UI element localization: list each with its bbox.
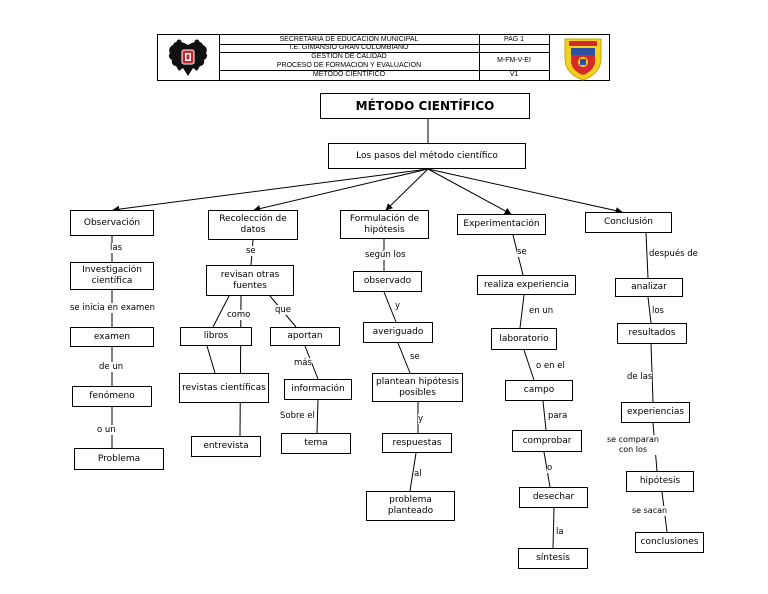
label-de-un: de un xyxy=(99,362,124,372)
format-code: M-FM-V-EI xyxy=(497,57,531,64)
label-la: la xyxy=(556,527,564,537)
node-campo: campo xyxy=(505,380,573,401)
label-como: como xyxy=(227,310,251,320)
node-conclusion: Conclusión xyxy=(585,212,672,233)
double-headed-eagle-crest-icon xyxy=(168,39,208,76)
document-header: SECRETARIA DE EDUCACION MUNICIPAL I.E. G… xyxy=(157,34,610,81)
school-shield-crest-icon xyxy=(564,38,602,81)
label-las: las xyxy=(110,243,122,253)
label-para: para xyxy=(548,411,568,421)
label-y-1: y xyxy=(395,301,401,311)
node-informacion: información xyxy=(284,379,352,400)
label-al: al xyxy=(414,469,422,479)
label-se-formulacion: se xyxy=(410,352,420,362)
node-tema: tema xyxy=(281,433,351,454)
label-mas: más xyxy=(294,358,312,368)
node-conclusiones: conclusiones xyxy=(635,532,704,553)
node-hipotesis: hipótesis xyxy=(626,471,694,492)
page-code: PAG 1 xyxy=(503,36,525,43)
label-sobre-el: Sobre el xyxy=(280,411,315,421)
node-entrevista: entrevista xyxy=(191,436,261,457)
header-line-3: GESTION DE CALIDAD xyxy=(311,53,387,60)
node-laboratorio: laboratorio xyxy=(491,328,557,350)
node-experimentacion: Experimentación xyxy=(457,214,546,235)
label-despues-de: después de xyxy=(649,249,698,259)
label-en-un: en un xyxy=(529,306,554,316)
node-revisan-otras-fuentes: revisan otras fuentes xyxy=(206,265,294,296)
node-fenomeno: fenómeno xyxy=(72,386,152,407)
label-o-un: o un xyxy=(97,425,116,435)
node-plantean-hipotesis-posibles: plantean hipótesis posibles xyxy=(372,373,463,402)
node-comprobar: comprobar xyxy=(512,430,582,452)
node-respuestas: respuestas xyxy=(382,433,452,453)
version-code: V1 xyxy=(509,71,519,78)
label-los: los xyxy=(652,306,664,316)
node-recoleccion-de-datos: Recolección de datos xyxy=(208,210,298,240)
label-se-inicia-en-examen: se inicia en examen xyxy=(70,303,155,313)
label-se-comparan-con-los: se comparan con los xyxy=(604,435,662,455)
label-o-en-el: o en el xyxy=(536,361,565,371)
node-experiencias: experiencias xyxy=(621,402,690,423)
node-problema-planteado: problema planteado xyxy=(366,491,455,521)
node-realiza-experiencia: realiza experiencia xyxy=(477,275,576,295)
label-de-las: de las xyxy=(627,372,653,382)
node-analizar: analizar xyxy=(615,278,683,297)
label-que: que xyxy=(275,305,292,315)
node-libros: libros xyxy=(180,327,252,346)
node-resultados: resultados xyxy=(617,323,687,344)
node-desechar: desechar xyxy=(519,487,588,508)
header-line-2: I.E. GIMANSIO GRAN COLOMBIANO xyxy=(289,44,409,51)
node-sintesis: síntesis xyxy=(518,548,588,569)
node-examen: examen xyxy=(70,327,154,347)
diagram-subtitle: Los pasos del método científico xyxy=(328,143,526,169)
header-line-4: PROCESO DE FORMACION Y EVALUACION xyxy=(276,62,422,69)
label-segun-los: según los xyxy=(365,250,406,260)
label-o: o xyxy=(547,463,553,473)
diagram-title: MÉTODO CIENTÍFICO xyxy=(320,93,530,119)
node-aportan: aportan xyxy=(270,327,340,346)
label-se-sacan: se sacan xyxy=(632,506,668,516)
node-observado: observado xyxy=(353,271,422,292)
node-observacion: Observación xyxy=(70,210,154,236)
node-investigacion-cientifica: Investigación científica xyxy=(70,262,154,290)
node-averiguado: averiguado xyxy=(363,322,433,343)
label-se-experimentacion: se xyxy=(517,247,527,257)
node-formulacion-de-hipotesis: Formulación de hipótesis xyxy=(340,210,429,239)
node-revistas-cientificas: revistas científicas xyxy=(179,373,269,403)
node-problema: Problema xyxy=(74,448,164,470)
label-y-2: y xyxy=(418,414,424,424)
header-line-5: METODO CIENTÍFICO xyxy=(312,71,386,78)
label-se: se xyxy=(246,246,256,256)
header-line-1: SECRETARIA DE EDUCACION MUNICIPAL xyxy=(279,36,419,43)
